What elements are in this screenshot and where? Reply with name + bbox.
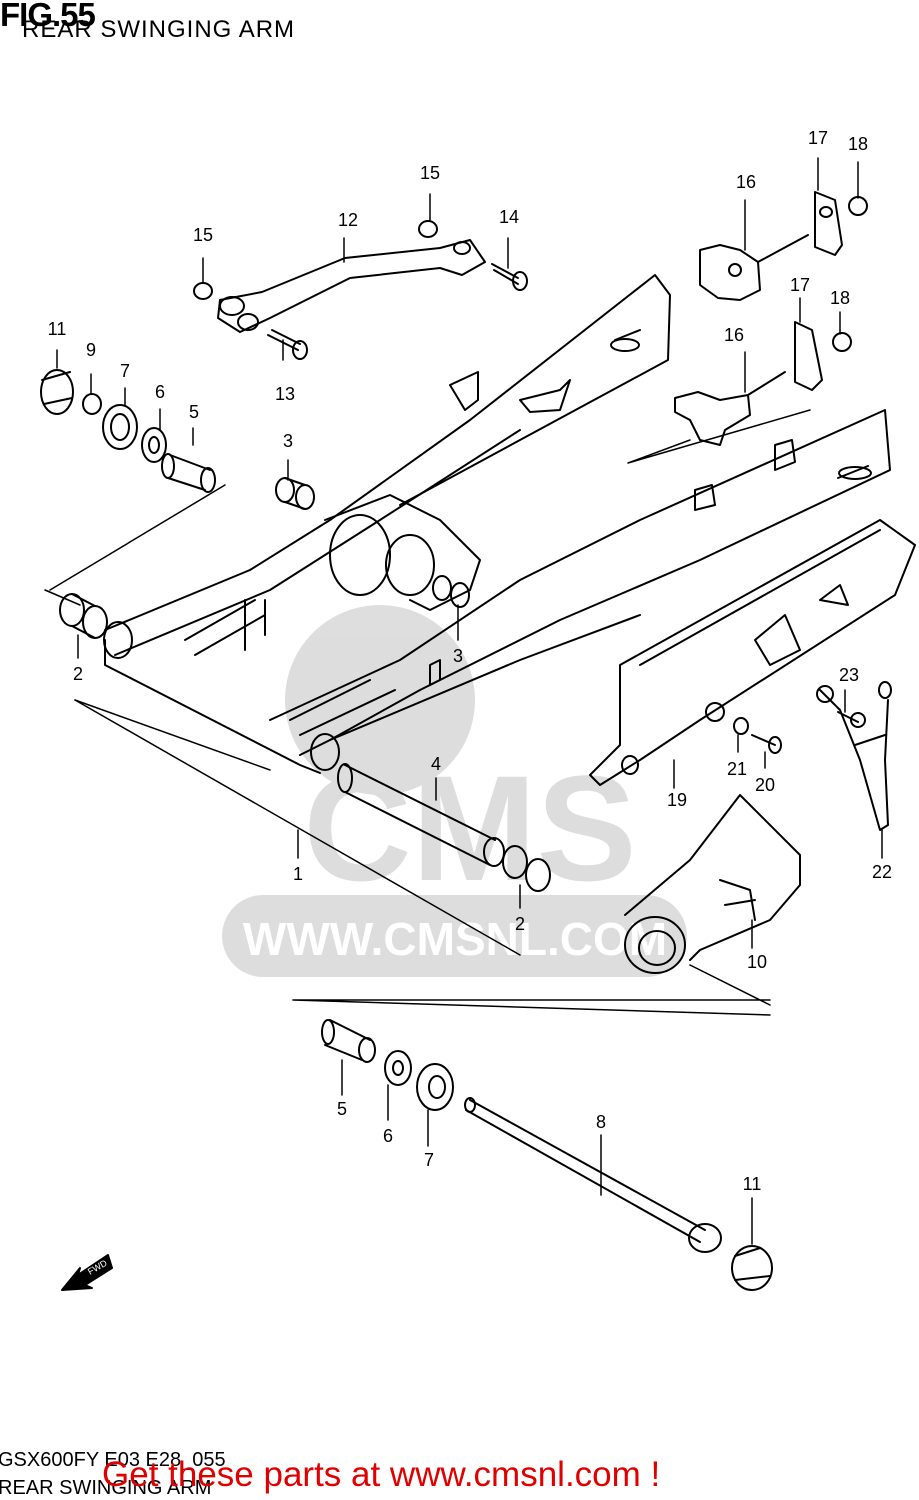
model-code: GSX600FY E03 E28_055 [0,1449,226,1471]
label-10: 10 [747,952,767,972]
label-15a: 15 [193,225,213,245]
cap-11-lower [731,1245,773,1291]
label-4: 4 [431,754,441,774]
figure-number: FIG.55 [0,0,96,33]
label-5b: 5 [337,1099,347,1119]
adjuster-16-upper [699,234,809,301]
leader-lines [44,157,883,1245]
bolt-14 [491,263,528,291]
part-1-swingarm [103,274,891,774]
label-18b: 18 [830,288,850,308]
label-23: 23 [839,665,859,685]
spacer-4 [337,763,505,867]
label-5a: 5 [189,402,199,422]
bush-3-lower [432,575,470,608]
label-2b: 2 [515,914,525,934]
part-number-labels: 1 2 2 3 3 4 5 5 6 6 7 7 8 9 10 11 11 12 … [48,128,892,1194]
watermark-url: WWW.CMSNL.COM [243,913,667,965]
label-16b: 16 [724,325,744,345]
nut-9 [82,393,102,415]
bush-2-right [502,845,551,892]
washer-7-lower [416,1063,454,1111]
label-16a: 16 [736,172,756,192]
nut-15-right [418,220,438,238]
bush-3-upper [275,477,315,510]
section-name: REAR SWINGING ARM [0,1477,212,1499]
washer-6-lower [384,1050,412,1086]
collar-5-lower [321,1019,376,1063]
fwd-arrow-icon: FWD [61,1254,113,1291]
label-6b: 6 [383,1126,393,1146]
part-10-chain-guard [624,794,801,974]
label-21: 21 [727,759,747,779]
washer-6-upper [141,427,167,463]
label-20: 20 [755,775,775,795]
cap-11-upper [40,369,74,415]
label-12: 12 [338,210,358,230]
label-17b: 17 [790,275,810,295]
label-1: 1 [293,864,303,884]
nut-18-lower [832,332,852,352]
label-19: 19 [667,790,687,810]
label-22: 22 [872,862,892,882]
washer-7-upper [102,404,138,450]
nut-18-upper [848,196,868,216]
collar-5-upper [161,453,216,493]
part-22-bracket [816,681,892,831]
label-8: 8 [596,1112,606,1132]
adjuster-16-lower [674,371,786,446]
cms-watermark: WWW.CMSNL.COM CMS [222,605,687,977]
bush-2-left [59,593,108,639]
label-7a: 7 [120,361,130,381]
bolt-20 [751,734,782,754]
plate-17-upper [814,191,843,256]
part-12-link [217,239,486,333]
label-14: 14 [499,207,519,227]
label-17a: 17 [808,128,828,148]
label-9: 9 [86,340,96,360]
figure-title: REAR SWINGING ARM [22,16,296,43]
promo-link[interactable]: Get these parts at www.cmsnl.com ! [102,1455,661,1494]
part-19-chain-case [589,519,916,786]
label-3b: 3 [453,646,463,666]
label-6a: 6 [155,382,165,402]
bolt-13 [267,329,308,360]
label-11b: 11 [743,1174,762,1194]
plate-17-lower [794,321,823,391]
label-13: 13 [275,384,295,404]
label-18a: 18 [848,134,868,154]
nut-15-left [193,282,213,300]
part-8-axle [464,1097,722,1253]
label-11a: 11 [48,319,67,339]
label-3a: 3 [283,431,293,451]
bolt-23 [837,711,866,728]
label-2a: 2 [73,664,83,684]
label-15b: 15 [420,163,440,183]
label-7b: 7 [424,1150,434,1170]
washer-21 [733,717,749,735]
